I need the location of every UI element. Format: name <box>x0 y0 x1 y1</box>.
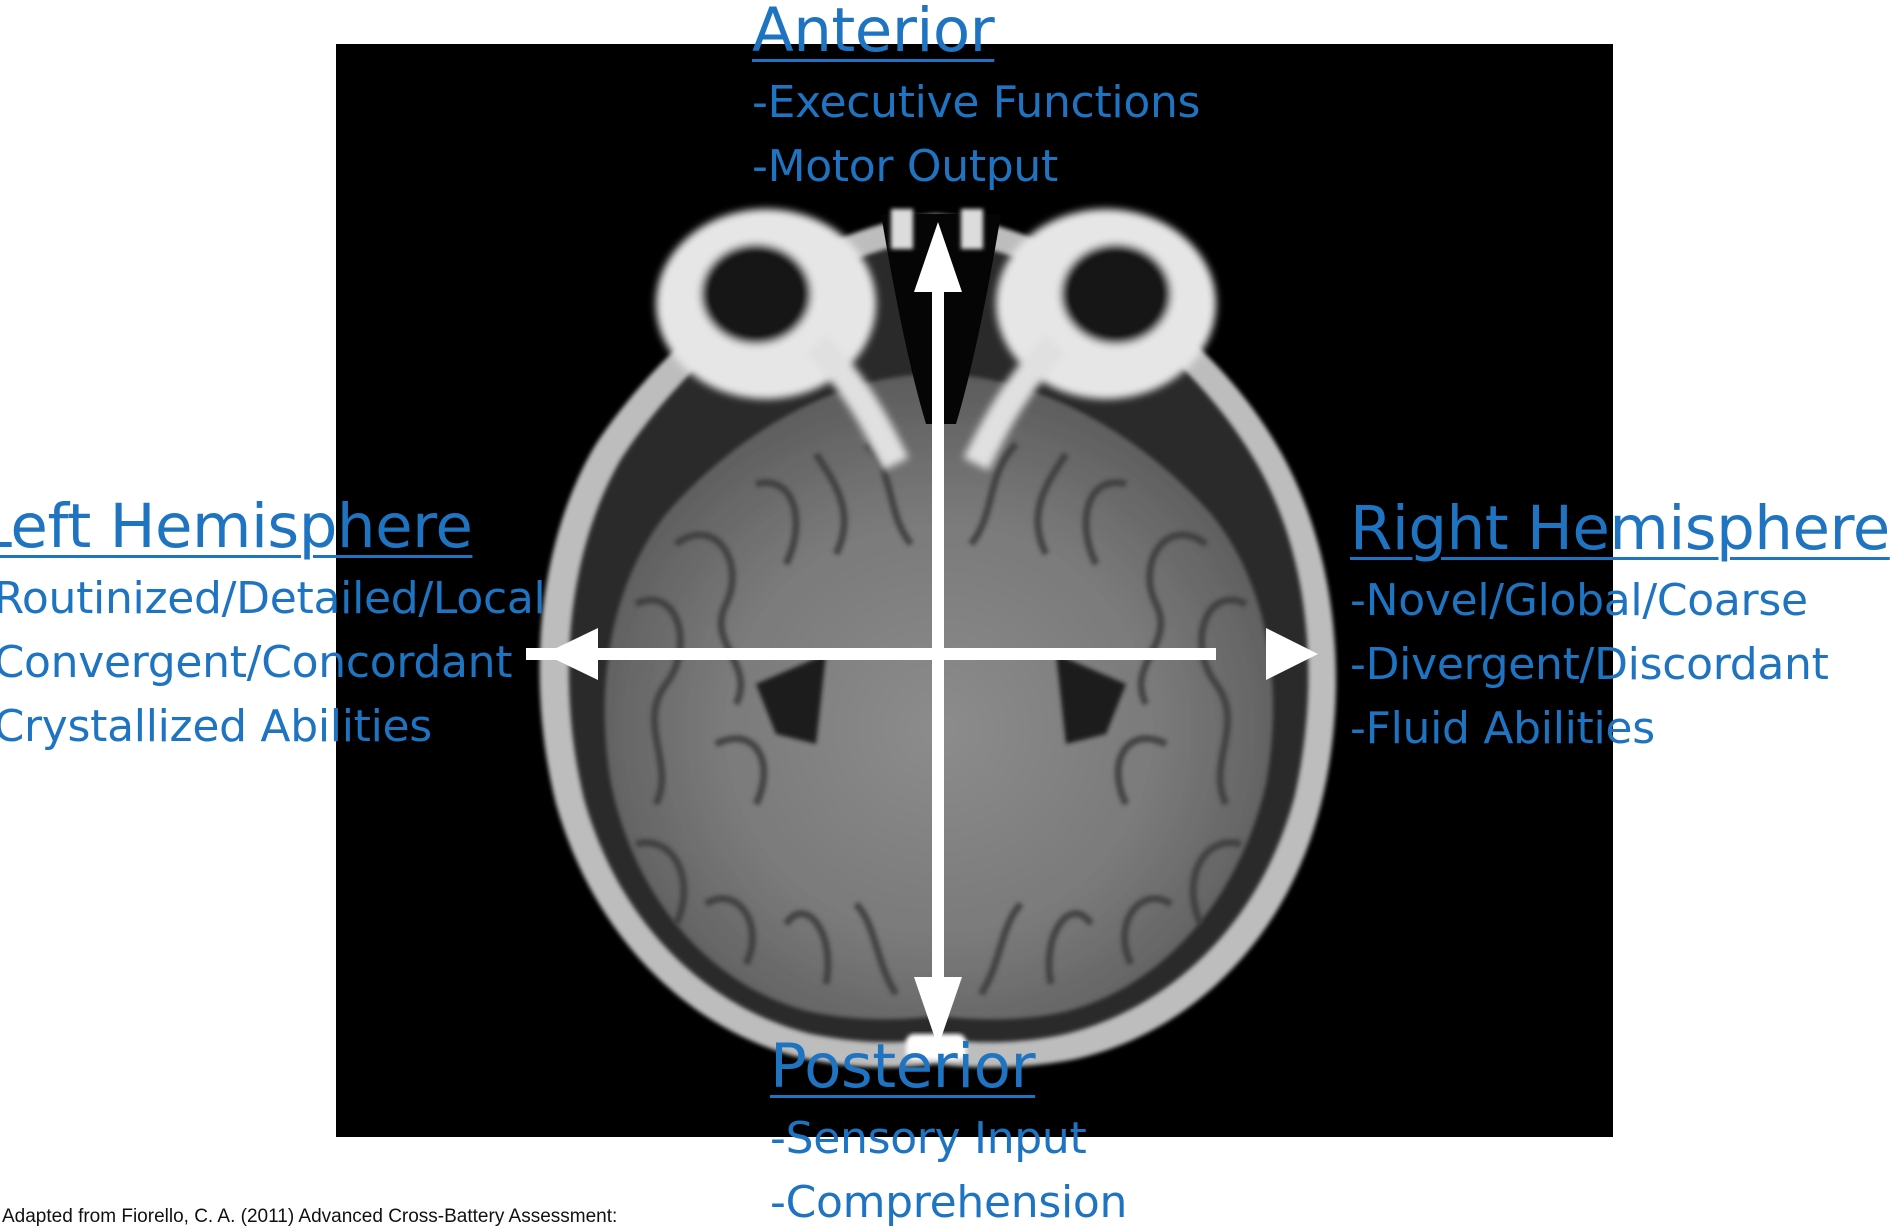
anterior-label-block: Anterior -Executive Functions -Motor Out… <box>752 0 1200 189</box>
left-hemisphere-item: -Routinized/Detailed/Local <box>0 577 545 621</box>
anterior-heading: Anterior <box>752 0 1200 61</box>
left-hemisphere-heading: Left Hemisphere <box>0 496 545 557</box>
posterior-item: -Comprehension <box>770 1181 1127 1225</box>
right-hemisphere-label-block: Right Hemisphere -Novel/Global/Coarse -D… <box>1350 498 1890 751</box>
right-hemisphere-item: -Divergent/Discordant <box>1350 643 1890 687</box>
source-caption: Adapted from Fiorello, C. A. (2011) Adva… <box>2 1206 617 1228</box>
right-hemisphere-heading: Right Hemisphere <box>1350 498 1890 559</box>
right-hemisphere-item: -Fluid Abilities <box>1350 707 1890 751</box>
posterior-heading: Posterior <box>770 1036 1127 1097</box>
posterior-item: -Sensory Input <box>770 1117 1127 1161</box>
left-hemisphere-item: -Crystallized Abilities <box>0 705 545 749</box>
left-hemisphere-label-block: Left Hemisphere -Routinized/Detailed/Loc… <box>0 496 545 749</box>
left-hemisphere-item: -Convergent/Concordant <box>0 641 545 685</box>
right-hemisphere-item: -Novel/Global/Coarse <box>1350 579 1890 623</box>
anterior-item: -Motor Output <box>752 145 1200 189</box>
anterior-item: -Executive Functions <box>752 81 1200 125</box>
posterior-label-block: Posterior -Sensory Input -Comprehension <box>770 1036 1127 1225</box>
